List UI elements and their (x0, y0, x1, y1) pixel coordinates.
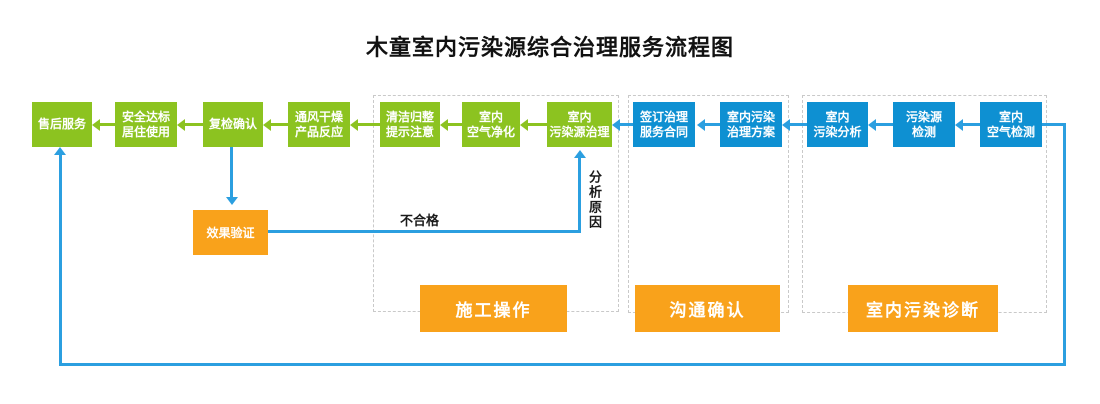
flow-arrowhead (697, 119, 705, 131)
flow-line (447, 123, 462, 126)
loop-right-segment (1063, 123, 1066, 366)
flow-line (527, 123, 547, 126)
flow-arrowhead (520, 119, 528, 131)
flow-line (270, 123, 288, 126)
flow-arrowhead (440, 119, 448, 131)
recheck-to-verify-arrowhead (226, 197, 238, 205)
edge-label-fail: 不合格 (400, 213, 440, 228)
loop-arrowhead (54, 147, 66, 155)
page-title: 木童室内污染源综合治理服务流程图 (365, 35, 734, 60)
node-ventilation-drying: 通风干燥 产品反应 (288, 102, 350, 147)
flow-arrowhead (177, 119, 185, 131)
flow-line (704, 123, 720, 126)
flow-arrowhead (92, 119, 100, 131)
node-cleanup-notice: 清洁归整 提示注意 (380, 102, 440, 147)
node-after-sales-service: 售后服务 (32, 102, 92, 147)
node-treatment-plan: 室内污染 治理方案 (720, 102, 782, 147)
fail-path-arrowhead (574, 150, 586, 158)
fail-path-horizontal (268, 230, 580, 233)
group-label-diagnosis: 室内污染诊断 (848, 285, 998, 332)
flow-line (184, 123, 203, 126)
flow-arrowhead (868, 119, 876, 131)
loop-left-segment (59, 155, 62, 366)
recheck-to-verify-line (230, 147, 233, 197)
fail-path-vertical (578, 158, 581, 233)
flow-arrowhead (350, 119, 358, 131)
node-safe-occupancy: 安全达标 居住使用 (115, 102, 177, 147)
flow-line (875, 123, 893, 126)
node-sign-contract: 签订治理 服务合同 (633, 102, 695, 147)
loop-top-segment (1042, 123, 1066, 126)
node-effect-verification: 效果验证 (193, 210, 268, 255)
node-pollution-source-detection: 污染源 检测 (893, 102, 955, 147)
node-pollution-source-treatment: 室内 污染源治理 (547, 102, 612, 147)
flow-arrowhead (263, 119, 271, 131)
flow-line (99, 123, 115, 126)
node-pollution-analysis: 室内 污染分析 (807, 102, 868, 147)
flow-line (789, 123, 807, 126)
flow-line (619, 123, 633, 126)
node-indoor-air-detection: 室内 空气检测 (980, 102, 1042, 147)
flow-arrowhead (612, 119, 620, 131)
group-label-communication: 沟通确认 (635, 285, 780, 332)
loop-bottom-segment (59, 363, 1066, 366)
flow-arrowhead (782, 119, 790, 131)
node-indoor-air-purification: 室内 空气净化 (462, 102, 520, 147)
flow-line (962, 123, 980, 126)
flow-arrowhead (955, 119, 963, 131)
flow-line (357, 123, 380, 126)
edge-label-analyze-reason: 分析原因 (587, 170, 602, 230)
node-recheck-confirm: 复检确认 (203, 102, 263, 147)
group-label-construction: 施工操作 (420, 285, 567, 332)
